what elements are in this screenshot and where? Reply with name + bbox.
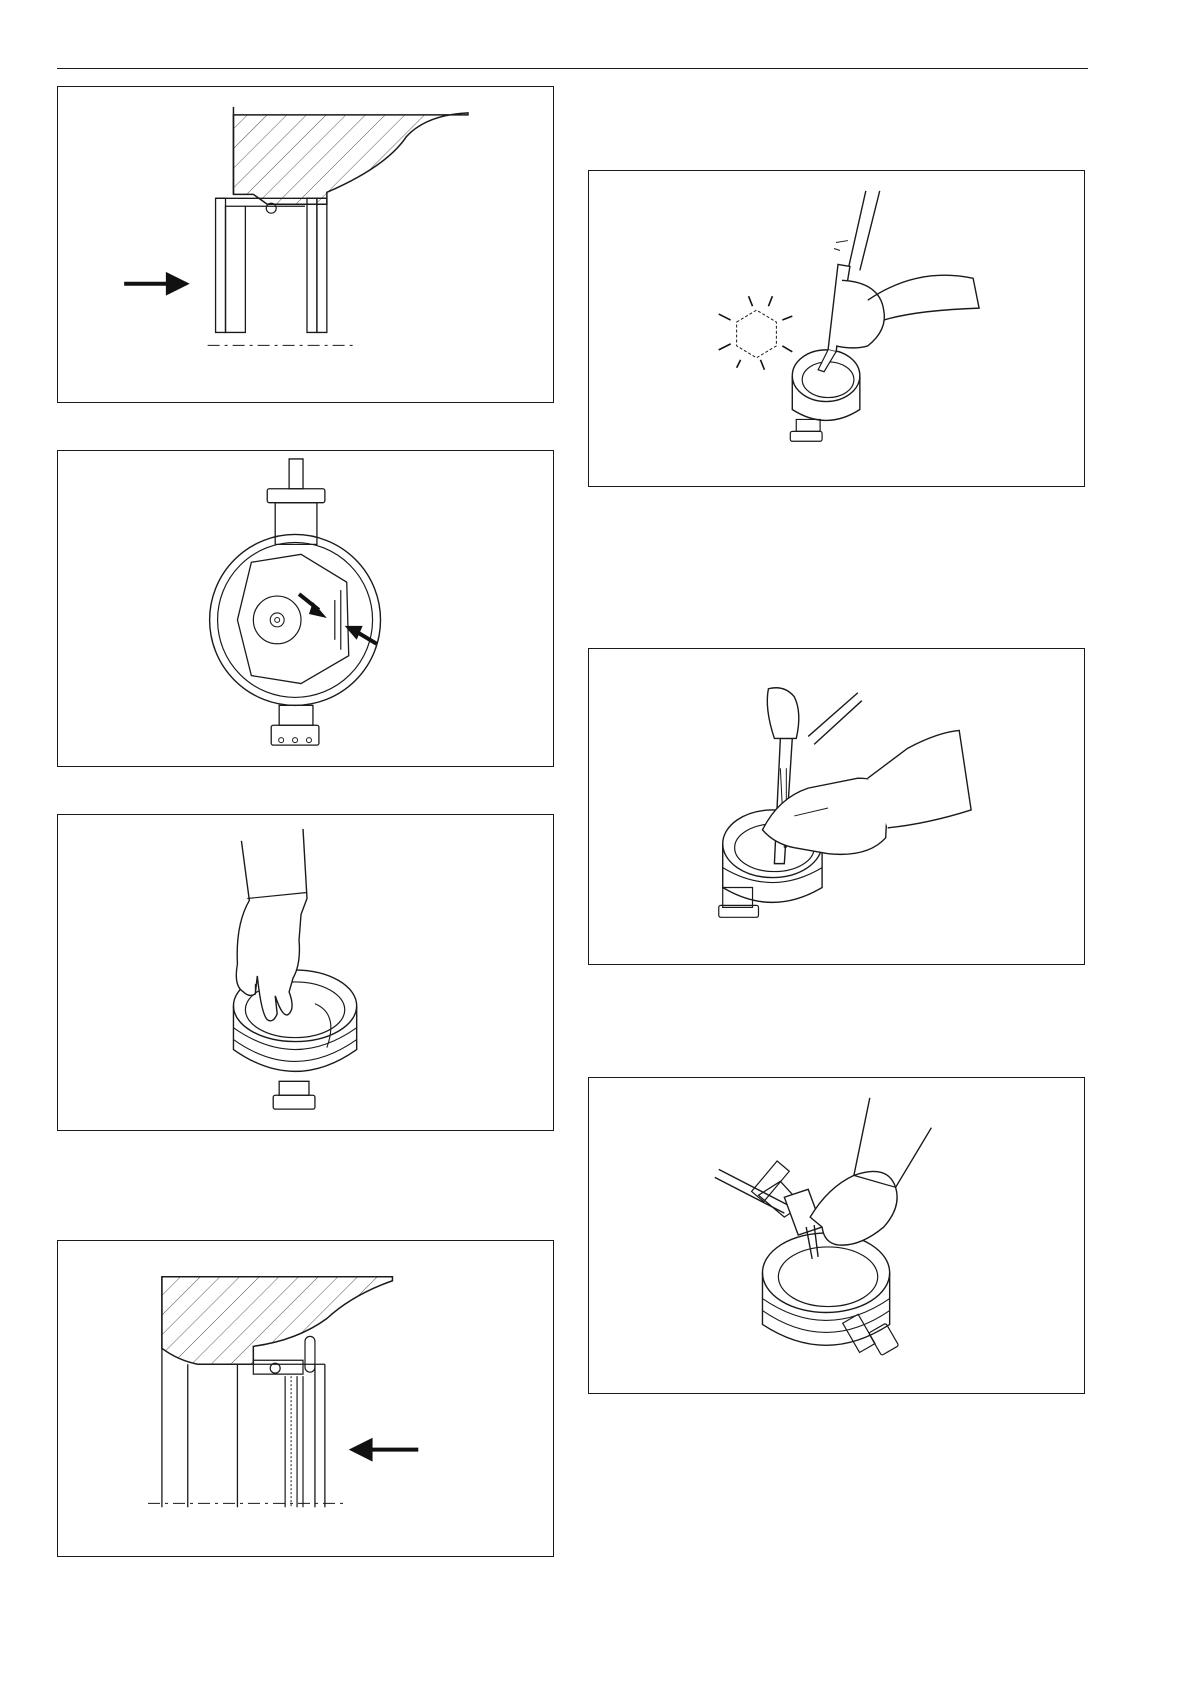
figure-hammer-drift bbox=[588, 1077, 1085, 1394]
figure-seat-section-1 bbox=[57, 86, 554, 403]
seat-section-drawing-2 bbox=[58, 1241, 553, 1556]
arrow-left-icon bbox=[349, 1438, 373, 1462]
hand-valve-drawing bbox=[58, 815, 553, 1130]
hexagon-icon bbox=[737, 310, 777, 358]
arrow-right-icon bbox=[166, 272, 190, 296]
figure-valve-front-view bbox=[57, 450, 554, 767]
valve-front-drawing bbox=[58, 451, 553, 766]
figure-hand-tamping-tool bbox=[588, 648, 1085, 965]
seat-section-drawing bbox=[58, 87, 553, 402]
figure-hand-inserting-seat bbox=[57, 814, 554, 1131]
arrow-icon-2 bbox=[357, 632, 377, 644]
tamping-drawing bbox=[589, 171, 1084, 486]
figure-tamping-pattern bbox=[588, 170, 1085, 487]
hammer-drawing bbox=[589, 1078, 1084, 1393]
figure-seat-section-2 bbox=[57, 1240, 554, 1557]
tamping-tool-drawing bbox=[589, 649, 1084, 964]
header-rule bbox=[57, 68, 1088, 69]
